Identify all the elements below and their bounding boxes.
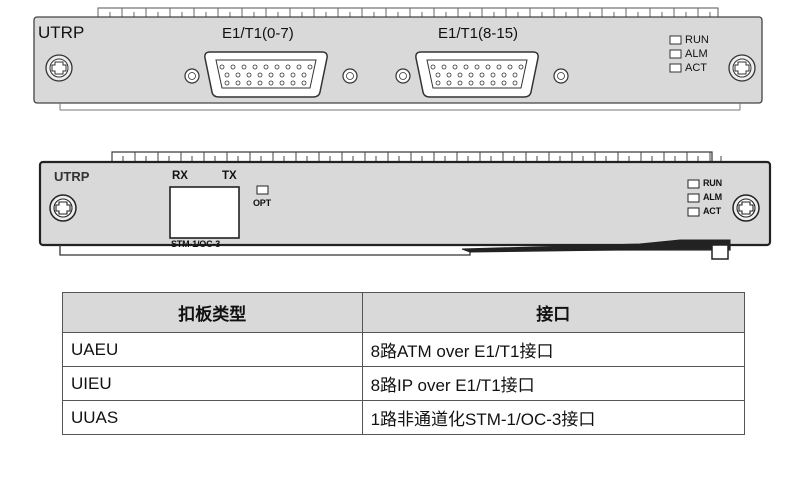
tx-label: TX <box>222 170 237 182</box>
top-left-screw-icon <box>45 54 73 82</box>
optical-port-icon <box>169 186 240 239</box>
top-right-screw-icon <box>728 54 756 82</box>
table-row: UIEU 8路IP over E1/T1接口 <box>62 366 746 401</box>
top-connector-right-icon <box>395 51 569 98</box>
top-led-indicators <box>669 35 682 73</box>
cell-interface: 8路IP over E1/T1接口 <box>361 366 746 401</box>
table-row: UAEU 8路ATM over E1/T1接口 <box>62 332 746 367</box>
top-connector-left-label: E1/T1(0-7) <box>222 25 294 42</box>
subboard-interface-table: 扣板类型 接口 UAEU 8路ATM over E1/T1接口 UIEU 8路I… <box>62 292 746 435</box>
top-board-edge-comb <box>97 7 719 19</box>
top-board-faceplate <box>33 16 763 104</box>
bottom-led-alm-label: ALM <box>703 192 722 202</box>
port-type-label: STM-1/OC-3 <box>171 239 221 249</box>
bottom-led-indicators <box>687 179 700 217</box>
bottom-board-faceplate <box>38 160 772 247</box>
bottom-right-screw-icon <box>732 194 760 222</box>
table-header-row: 扣板类型 接口 <box>62 292 746 333</box>
top-led-run-label: RUN <box>685 34 709 46</box>
top-connector-left-icon <box>184 51 358 98</box>
bottom-led-run-label: RUN <box>703 178 722 188</box>
cell-interface: 8路ATM over E1/T1接口 <box>361 332 746 367</box>
cell-interface: 1路非通道化STM-1/OC-3接口 <box>361 400 746 435</box>
bottom-board-name: UTRP <box>54 169 90 184</box>
opt-led-icon <box>256 185 269 195</box>
rx-label: RX <box>172 170 188 182</box>
cell-type: UUAS <box>62 400 363 435</box>
top-connector-right-label: E1/T1(8-15) <box>438 25 519 42</box>
top-board-name: UTRP <box>38 23 85 42</box>
table-row: UUAS 1路非通道化STM-1/OC-3接口 <box>62 400 746 435</box>
top-led-act-label: ACT <box>685 62 707 74</box>
header-subboard-type: 扣板类型 <box>62 292 363 333</box>
header-interface: 接口 <box>361 292 746 333</box>
cell-type: UAEU <box>62 332 363 367</box>
bottom-board-edge-comb <box>111 151 722 163</box>
bottom-left-screw-icon <box>49 194 77 222</box>
bottom-led-act-label: ACT <box>703 206 721 216</box>
top-led-alm-label: ALM <box>685 48 708 60</box>
opt-label: OPT <box>253 198 271 208</box>
cell-type: UIEU <box>62 366 363 401</box>
